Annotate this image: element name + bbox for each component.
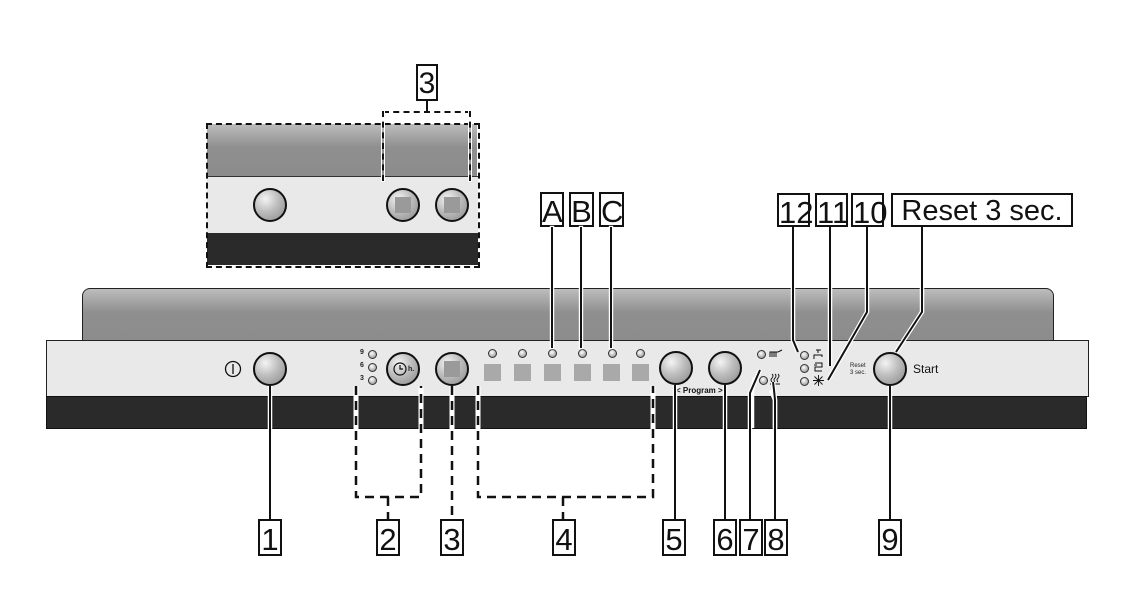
program-indicator-6 — [632, 364, 649, 381]
program-indicator-4 — [574, 364, 591, 381]
callout-7: 7 — [739, 519, 763, 556]
program-indicator-3 — [544, 364, 561, 381]
inset-top-band — [207, 124, 477, 176]
inset-power-button[interactable] — [253, 188, 287, 222]
callout-A-line — [551, 227, 553, 348]
program-led-6 — [636, 349, 645, 358]
callout-5: 5 — [662, 519, 686, 556]
program-led-5 — [608, 349, 617, 358]
program-led-1 — [488, 349, 497, 358]
program-label: < Program > — [676, 386, 723, 395]
drying-led — [759, 376, 768, 385]
callout-4: 4 — [552, 519, 576, 556]
program-led-3 — [548, 349, 557, 358]
inset-bracket-left — [382, 111, 384, 181]
rinse-aid-led — [800, 377, 809, 386]
reset-hint-line2: 3 sec. — [850, 370, 867, 376]
drying-icon — [770, 373, 780, 385]
program-led-2 — [518, 349, 527, 358]
timer-led-6 — [368, 363, 377, 372]
callout-6: 6 — [713, 519, 737, 556]
callout-3: 3 — [440, 519, 464, 556]
callout-9: 9 — [878, 519, 902, 556]
inset-button-a[interactable] — [386, 188, 420, 222]
callout-10: 10 — [851, 193, 888, 230]
inset-button-b[interactable] — [435, 188, 469, 222]
inset-dark-band — [207, 233, 478, 265]
callout-A: A — [540, 192, 564, 229]
power-icon — [224, 360, 242, 378]
salt-led — [800, 364, 809, 373]
half-load-led — [757, 350, 766, 359]
program-indicator-1 — [484, 364, 501, 381]
callout-C-line — [610, 227, 612, 348]
callout-12: 12 — [777, 193, 814, 230]
callout-B-line — [580, 227, 582, 348]
callout-3-inset: 3 — [416, 64, 438, 101]
inset-panel — [207, 176, 478, 234]
inset-callout-line — [426, 101, 428, 112]
callout-C: C — [599, 192, 624, 229]
half-load-button[interactable] — [435, 352, 469, 386]
top-band — [82, 288, 1054, 341]
half-load-icon — [769, 349, 783, 357]
start-button[interactable] — [873, 352, 907, 386]
callout-1: 1 — [258, 519, 282, 556]
callout-11: 11 — [815, 193, 850, 230]
timer-led-3 — [368, 376, 377, 385]
reset-hint-line1: Reset — [850, 363, 866, 369]
program-led-4 — [578, 349, 587, 358]
clock-icon — [393, 362, 407, 376]
program-prev-button[interactable] — [659, 351, 693, 385]
timer-level-3: 3 — [360, 375, 364, 382]
timer-hours-label: h. — [408, 366, 415, 373]
timer-button[interactable]: h. — [386, 352, 420, 386]
callout-B: B — [569, 192, 594, 227]
program-next-button[interactable] — [708, 351, 742, 385]
control-panel — [46, 340, 1089, 397]
salt-icon — [814, 362, 823, 372]
rinse-aid-icon — [813, 375, 824, 386]
callout-8: 8 — [764, 519, 788, 556]
timer-led-9 — [368, 350, 377, 359]
callout-reset: Reset 3 sec. — [891, 193, 1073, 227]
bottom-band — [46, 396, 1087, 429]
inset-bracket-top — [383, 111, 471, 113]
timer-level-6: 6 — [360, 362, 364, 369]
tap-icon — [813, 349, 823, 359]
power-button[interactable] — [253, 352, 287, 386]
callout-2: 2 — [376, 519, 400, 556]
inset-bracket-right — [469, 111, 471, 181]
program-indicator-2 — [514, 364, 531, 381]
water-tap-led — [800, 351, 809, 360]
program-indicator-5 — [603, 364, 620, 381]
inset-dashed-frame — [206, 123, 480, 268]
start-label: Start — [913, 362, 939, 376]
timer-level-9: 9 — [360, 349, 364, 356]
